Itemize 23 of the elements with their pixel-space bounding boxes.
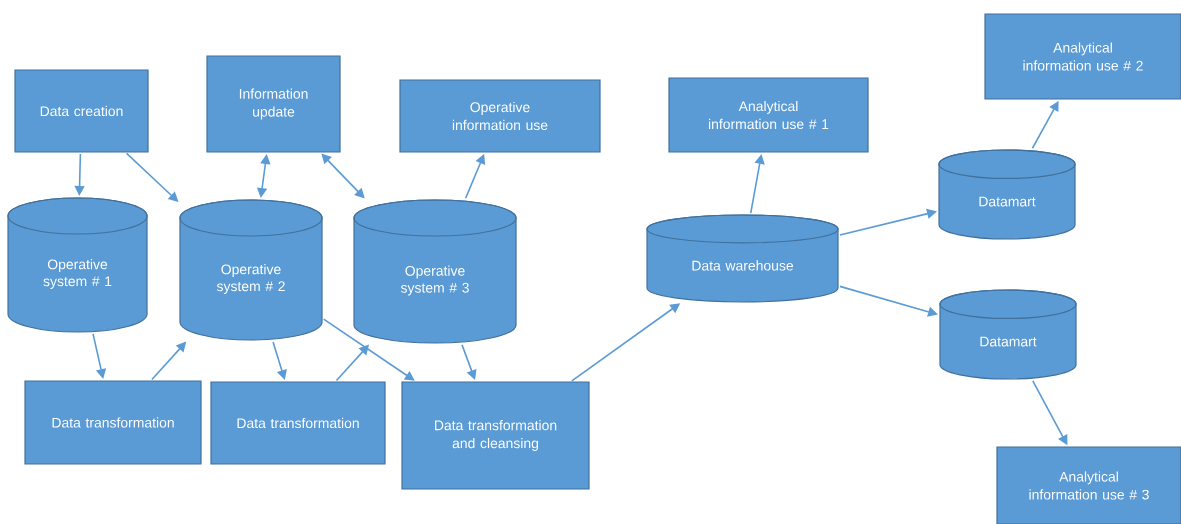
arrow bbox=[839, 285, 938, 317]
process-box: Information update bbox=[206, 55, 341, 153]
process-box: Analytical information use # 1 bbox=[668, 77, 869, 153]
process-box: Data creation bbox=[14, 69, 149, 153]
database-cylinder: Datamart bbox=[938, 149, 1076, 240]
process-box: Data transformation and cleansing bbox=[401, 381, 590, 490]
database-cylinder: Operative system # 2 bbox=[179, 199, 323, 341]
arrow bbox=[839, 208, 937, 236]
process-box: Data transformation bbox=[24, 380, 202, 465]
arrow bbox=[272, 341, 287, 380]
process-box: Analytical information use # 3 bbox=[996, 446, 1181, 524]
arrow bbox=[749, 154, 765, 214]
database-cylinder: Operative system # 3 bbox=[353, 199, 517, 344]
database-cylinder: Data warehouse bbox=[646, 214, 839, 303]
process-box: Operative information use bbox=[399, 79, 601, 153]
database-cylinder: Operative system # 1 bbox=[7, 197, 148, 333]
arrow bbox=[125, 152, 179, 202]
arrow bbox=[322, 318, 415, 381]
arrow bbox=[321, 153, 365, 199]
process-box: Data transformation bbox=[210, 381, 386, 465]
database-cylinder: Datamart bbox=[939, 289, 1077, 380]
process-box: Analytical information use # 2 bbox=[984, 13, 1181, 100]
arrow bbox=[92, 333, 107, 379]
